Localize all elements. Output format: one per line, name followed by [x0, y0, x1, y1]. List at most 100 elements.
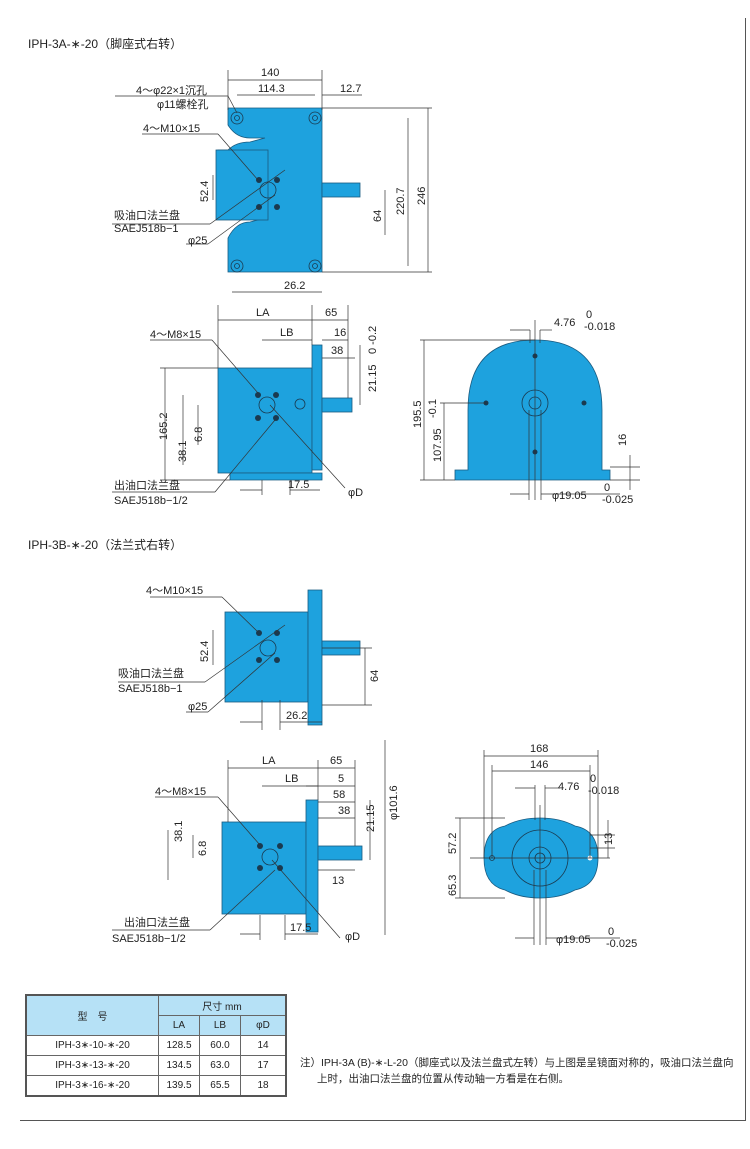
dim-38: 38: [338, 805, 350, 817]
dim-26-2: 26.2: [286, 710, 307, 722]
tol-21-15: 0 -0.2: [367, 326, 379, 354]
foot-top-view: 140 114.3 12.7 4〜φ22×1沉孔 φ11螺栓孔 4〜M10×15…: [112, 67, 432, 293]
cell-la: 128.5: [158, 1035, 200, 1056]
dim-13: 13: [603, 833, 615, 845]
footnote-line-1: 注）IPH-3A (B)-∗-L-20（脚座式以及法兰盘式左转）与上图是呈镜面对…: [300, 1057, 734, 1069]
label-bolt-hole: φ11螺栓孔: [157, 97, 209, 111]
tol-key-lower: -0.018: [584, 321, 615, 333]
label-inlet-flange: 吸油口法兰盘: [114, 208, 180, 222]
dim-168: 168: [530, 743, 548, 755]
cell-d: 14: [240, 1035, 287, 1056]
dim-la: LA: [262, 755, 276, 767]
label-m8: 4〜M8×15: [150, 329, 201, 341]
dim-64: 64: [372, 210, 384, 222]
flange-side-view: LA 65 LB 5 58 38 21.15 φ101.6 4〜M8×15 38…: [112, 740, 400, 945]
table-row: IPH-3∗-13-∗-20 134.5 63.0 17: [25, 1055, 287, 1076]
dim-26-2: 26.2: [284, 280, 305, 292]
dim-12-7: 12.7: [340, 83, 361, 95]
dim-58: 58: [333, 789, 345, 801]
dimension-table: 型 号 尺寸 mm LA LB φD IPH-3∗-10-∗-20 128.5 …: [25, 994, 287, 1097]
label-inlet-flange: 吸油口法兰盘: [118, 666, 184, 680]
page-frame: [20, 18, 746, 1121]
dim-246: 246: [416, 187, 428, 205]
label-inlet-standard: SAEJ518b−1: [118, 683, 183, 695]
dim-6-8: 6.8: [193, 427, 205, 442]
label-outlet-flange: 出油口法兰盘: [114, 478, 180, 492]
tol-shaft-lower: -0.025: [602, 494, 633, 506]
dim-21-15: 21.15: [365, 804, 377, 832]
tol-shaft-upper: 0: [604, 482, 610, 494]
cell-model: IPH-3∗-16-∗-20: [25, 1075, 159, 1097]
header-dimensions: 尺寸 mm: [158, 994, 287, 1016]
label-m8: 4〜M8×15: [155, 786, 206, 798]
tol-shaft-upper: 0: [608, 926, 614, 938]
dim-38-1: 38.1: [177, 441, 189, 462]
dim-165-2: 165.2: [158, 412, 170, 440]
dim-114-3: 114.3: [258, 83, 285, 95]
cell-lb: 60.0: [199, 1035, 241, 1056]
cell-la: 139.5: [158, 1075, 200, 1097]
tol-key-upper: 0: [590, 773, 596, 785]
dim-shaft-diameter: φ19.05: [552, 490, 587, 502]
dim-key-width: 4.76: [554, 317, 575, 329]
footnote-line-2: 上时，出油口法兰盘的位置从传动轴一方看是在右侧。: [317, 1073, 569, 1085]
label-outlet-flange: 出油口法兰盘: [124, 915, 190, 929]
dim-220-7: 220.7: [395, 187, 407, 215]
section-title-flange: IPH-3B-∗-20（法兰式右转）: [28, 538, 183, 552]
dim-195-5: 195.5: [412, 400, 424, 428]
dim-52-4: 52.4: [199, 181, 211, 202]
label-phid: φD: [348, 487, 363, 499]
cell-lb: 65.5: [199, 1075, 241, 1097]
dim-13: 13: [332, 875, 344, 887]
dim-140: 140: [261, 67, 279, 79]
tol-key-lower: -0.018: [588, 785, 619, 797]
dim-shaft-diameter: φ19.05: [556, 934, 591, 946]
dim-38: 38: [331, 345, 343, 357]
label-inlet-standard: SAEJ518b−1: [114, 223, 179, 235]
label-phid: φD: [345, 931, 360, 943]
dim-6-8: 6.8: [197, 841, 209, 856]
cell-lb: 63.0: [199, 1055, 241, 1076]
label-outlet-standard: SAEJ518b−1/2: [112, 933, 186, 945]
dim-5: 5: [338, 773, 344, 785]
footnote: 注）IPH-3A (B)-∗-L-20（脚座式以及法兰盘式左转）与上图是呈镜面对…: [300, 1055, 740, 1087]
label-counterbore: 4〜φ22×1沉孔: [136, 84, 207, 97]
dim-lb: LB: [280, 327, 293, 339]
label-phi25: φ25: [188, 701, 207, 713]
foot-front-view: 4.76 0 -0.018 195.5 107.95 -0.1 16 φ19.0…: [412, 309, 640, 506]
header-model: 型 号: [25, 994, 159, 1036]
dim-la: LA: [256, 307, 270, 319]
dim-57-2: 57.2: [447, 833, 459, 854]
cell-la: 134.5: [158, 1055, 200, 1076]
dim-107-95: 107.95: [432, 428, 444, 462]
table-row: IPH-3∗-16-∗-20 139.5 65.5 18: [25, 1075, 287, 1097]
flange-front-view: 168 146 4.76 0 -0.018 57.2 65.3 13 φ19.0…: [447, 743, 637, 950]
cell-d: 17: [240, 1055, 287, 1076]
cell-model: IPH-3∗-13-∗-20: [25, 1055, 159, 1076]
dim-65-3: 65.3: [447, 875, 459, 896]
label-m10: 4〜M10×15: [143, 123, 200, 135]
table-row: IPH-3∗-10-∗-20 128.5 60.0 14: [25, 1035, 287, 1056]
header-lb: LB: [199, 1015, 241, 1036]
label-m10: 4〜M10×15: [146, 585, 203, 597]
tol-shaft-lower: -0.025: [606, 938, 637, 950]
dim-65: 65: [325, 307, 337, 319]
dim-key-width: 4.76: [558, 781, 579, 793]
section-title-foot: IPH-3A-∗-20（脚座式右转）: [28, 37, 183, 51]
dim-65: 65: [330, 755, 342, 767]
dim-21-15: 21.15: [367, 364, 379, 392]
flange-top-view: 4〜M10×15 52.4 吸油口法兰盘 SAEJ518b−1 φ25 64 2…: [118, 585, 381, 730]
foot-side-view: LA 65 LB 16 38 21.15 0 -0.2 4〜M8×15 165.…: [112, 305, 379, 507]
cell-d: 18: [240, 1075, 287, 1097]
dim-16-foot: 16: [617, 434, 629, 446]
dim-17-5: 17.5: [288, 479, 309, 491]
dim-38-1: 38.1: [173, 821, 185, 842]
header-la: LA: [158, 1015, 200, 1036]
dim-64: 64: [369, 670, 381, 682]
header-phid: φD: [240, 1015, 287, 1036]
dim-52-4: 52.4: [199, 641, 211, 662]
dim-lb: LB: [285, 773, 298, 785]
dim-phi101-6: φ101.6: [388, 785, 400, 820]
label-outlet-standard: SAEJ518b−1/2: [114, 495, 188, 507]
